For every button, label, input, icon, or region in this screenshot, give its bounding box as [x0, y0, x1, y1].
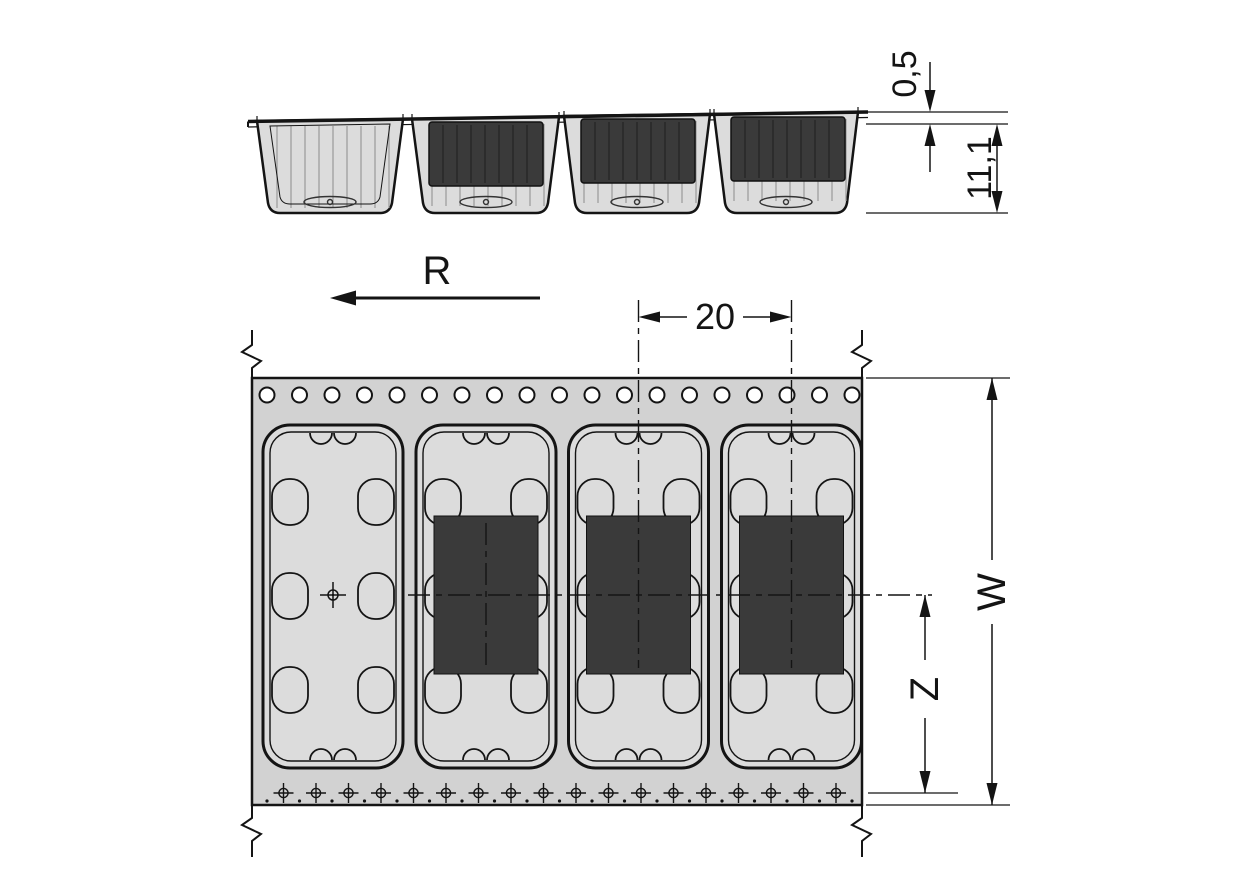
side-component: [730, 116, 846, 182]
arrowhead: [919, 771, 931, 793]
dimension-width: W: [866, 377, 1014, 806]
empty-pocket-inner-contour: [269, 123, 391, 205]
break-line: [240, 330, 263, 378]
arrowhead: [991, 124, 1003, 146]
arrowhead: [986, 783, 998, 805]
arrowhead: [924, 90, 936, 112]
dimension-z: Z: [868, 595, 958, 794]
arrowhead: [919, 595, 931, 617]
depth-label: 11,1: [961, 136, 999, 200]
z-label: Z: [903, 677, 947, 701]
arrowhead: [330, 290, 356, 306]
arrowhead: [924, 124, 936, 146]
direction-arrow: R: [330, 249, 540, 306]
side-components: [428, 116, 846, 187]
center-target: [320, 582, 346, 608]
pocket-rim-ticks: [256, 107, 859, 121]
side-pocket-1: [255, 117, 405, 215]
top-view: [240, 300, 932, 857]
side-component: [580, 118, 696, 184]
centerlines: [408, 300, 932, 668]
pitch-label: 20: [695, 296, 735, 337]
side-view: [247, 107, 869, 215]
thickness-label: 0,5: [886, 50, 924, 97]
break-line: [850, 330, 873, 378]
width-label: W: [970, 573, 1014, 611]
arrowhead: [770, 311, 792, 323]
side-component: [428, 121, 544, 187]
dimension-depth: 11,1: [866, 124, 1008, 214]
break-lines: [240, 330, 873, 857]
arrowhead: [991, 191, 1003, 213]
break-line: [850, 805, 873, 857]
dimension-thickness: 0,5: [866, 50, 1008, 172]
break-line: [240, 805, 263, 857]
arrowhead: [986, 378, 998, 400]
direction-label: R: [423, 249, 452, 293]
dimension-pitch: 20: [638, 296, 792, 337]
tape-top-line: [247, 110, 869, 124]
arrowhead: [638, 311, 660, 323]
